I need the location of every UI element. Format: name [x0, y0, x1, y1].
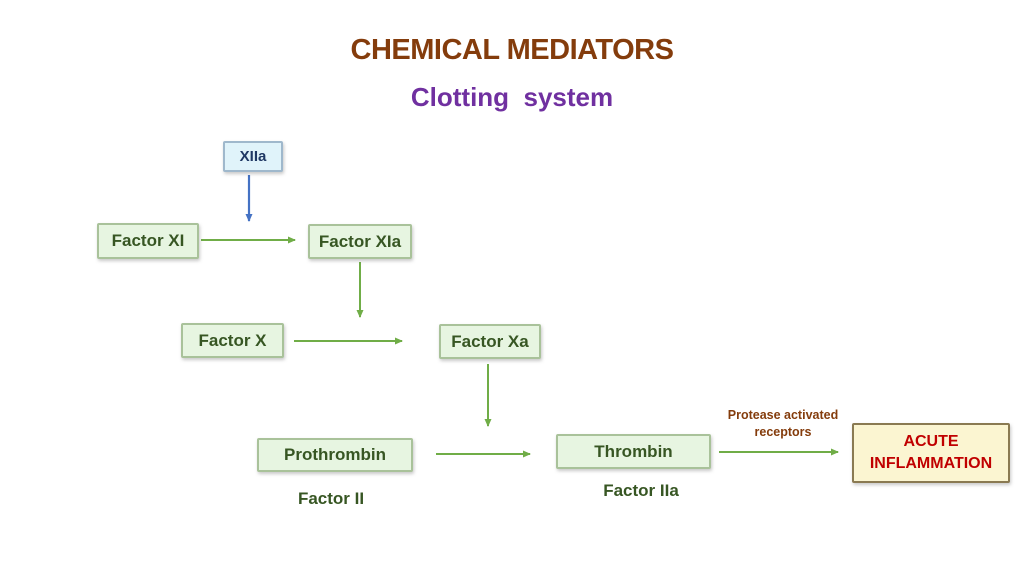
node-factor-x-label: Factor X [198, 330, 267, 350]
node-xiia: XIIa [223, 141, 283, 172]
node-thrombin-label: Thrombin [594, 441, 673, 461]
slide-subtitle: Clotting system [410, 82, 614, 112]
label-protease-line2: receptors [754, 425, 812, 439]
node-thrombin: Thrombin [556, 434, 711, 469]
node-acute-inflammation-line2: INFLAMMATION [869, 455, 993, 472]
node-factor-xi-label: Factor XI [111, 231, 185, 250]
node-xiia-label: XIIa [239, 148, 267, 165]
node-factor-xa-label: Factor Xa [451, 331, 529, 351]
node-factor-xa: Factor Xa [439, 324, 541, 359]
node-prothrombin-label: Prothrombin [284, 445, 386, 464]
node-acute-inflammation-line1: ACUTE [903, 433, 959, 450]
node-acute-inflammation: ACUTE INFLAMMATION [852, 423, 1010, 483]
node-prothrombin: Prothrombin [257, 438, 413, 472]
label-factor-ii: Factor II [297, 489, 365, 508]
node-factor-xia-label: Factor XIa [318, 231, 402, 251]
node-factor-xia: Factor XIa [308, 224, 412, 259]
slide-title: CHEMICAL MEDIATORS [350, 34, 674, 66]
node-factor-x: Factor X [181, 323, 284, 358]
label-protease-activated-receptors: Protease activated receptors [713, 407, 853, 441]
node-factor-xi: Factor XI [97, 223, 199, 259]
label-protease-line1: Protease activated [727, 408, 839, 422]
label-factor-iia: Factor IIa [603, 481, 679, 500]
